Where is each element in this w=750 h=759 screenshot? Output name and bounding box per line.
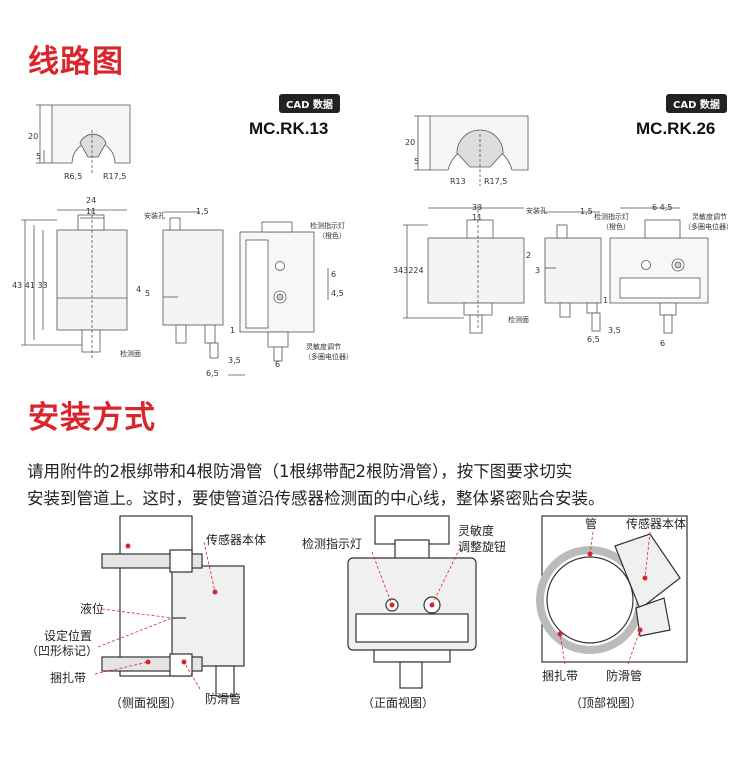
dim-label: 11 [86,207,96,216]
label-indicator-color: （橙色） [602,222,630,231]
label-sensitivity: 灵敏度 [458,523,494,538]
label-antislip-tube: 防滑管 [606,668,642,683]
label-indicator-color: （橙色） [318,231,346,240]
label-potentiometer: （多圈电位器） [684,222,733,231]
label-strap: 捆扎带 [542,669,578,683]
dim-label: 6 4,5 [652,203,672,212]
dim-label: 1,5 [196,207,209,216]
dim-label: 20 [405,138,415,147]
dim-label: 33 [472,203,482,212]
technical-drawings: 20 5 R6,5 R17,5 24 11 1,5 43 41 33 4 5 6… [12,104,733,378]
label-set-position: 设定位置 [44,628,92,643]
dim-label: 11 [472,213,482,222]
model-rk13: MC.RK.13 [249,119,329,138]
dim-label: 2 [526,251,531,260]
cad-badge-rk26[interactable]: CAD 数据 [666,94,727,113]
label-adjust-knob: 调整旋钮 [458,539,506,554]
label-indicator: 检测指示灯 [310,221,345,230]
dim-label: 6 [660,339,665,348]
label-detect-surface: 检测面 [508,315,529,324]
dim-label: 5 [36,152,41,161]
model-rk26: MC.RK.26 [636,119,716,138]
dim-label: 4 [136,285,141,294]
caption-side-view: （侧面视图） [110,695,182,710]
dim-label: 3 [535,266,540,275]
label-detect-surface: 检测面 [120,349,141,358]
section-title-install: 安装方式 [28,400,156,436]
section-title-wiring: 线路图 [28,44,124,80]
dim-label: R17,5 [484,177,507,186]
dim-label: 6 [275,360,280,369]
label-sensitivity: 灵敏度调节 [306,342,341,351]
dim-label: 6,5 [587,335,600,344]
label-liquid-level: 液位 [80,601,104,616]
label-sensor-body: 传感器本体 [626,516,686,531]
dim-label: 43 41 33 [12,281,48,290]
dim-label: R17,5 [103,172,126,181]
dim-label: 24 [86,196,96,205]
dim-label: 6 [331,270,336,279]
dim-label: 343224 [393,266,424,275]
dim-label: R6,5 [64,172,82,181]
label-indicator: 检测指示灯 [594,212,629,221]
label-mount-hole: 安装孔 [144,211,165,220]
dim-label: 5 [145,289,150,298]
dim-label: 5 [414,157,419,166]
install-text-line2: 安装到管道上。这时，要使管道沿传感器检测面的中心线，整体紧密贴合安装。 [27,489,605,508]
label-sensor-body: 传感器本体 [206,532,266,547]
caption-front-view: （正面视图） [362,695,434,710]
label-potentiometer: （多圈电位器） [304,352,353,361]
dim-label: 6,5 [206,369,219,378]
dim-label: 20 [28,132,38,141]
label-antislip-tube: 防滑管 [205,691,241,706]
install-text-line1: 请用附件的2根绑带和4根防滑管（1根绑带配2根防滑管），按下图要求切实 [27,462,573,481]
dim-label: 1,5 [580,207,593,216]
caption-top-view: （顶部视图） [570,695,642,710]
label-mount-hole: 安装孔 [526,206,547,215]
label-indicator: 检测指示灯 [302,536,362,551]
label-pipe: 管 [585,516,597,531]
dim-label: 1 [230,326,235,335]
dim-label: 4,5 [331,289,344,298]
dim-label: 1 [603,296,608,305]
cad-badge-rk13[interactable]: CAD 数据 [279,94,340,113]
dim-label: 3,5 [228,356,241,365]
dim-label: 3,5 [608,326,621,335]
installation-views: 传感器本体 液位 设定位置 （凹形标记） 捆扎带 防滑管 （侧面视图） 检测指示… [26,515,688,710]
label-notch-mark: （凹形标记） [26,644,98,658]
label-sensitivity: 灵敏度调节 [692,212,727,221]
dim-label: R13 [450,177,466,186]
label-strap: 捆扎带 [50,671,86,685]
